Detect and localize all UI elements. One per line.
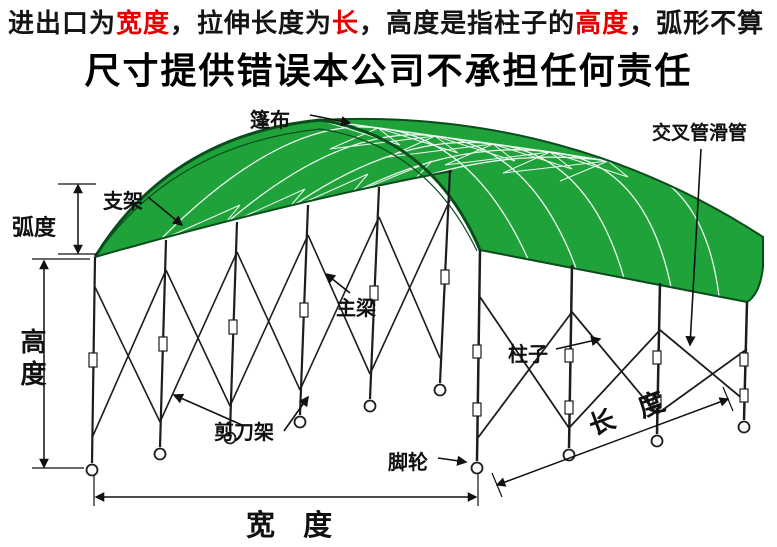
- label-pillar: 柱子: [508, 344, 548, 366]
- notice-length-term: 长: [332, 8, 360, 38]
- leader-arrows: [147, 114, 702, 466]
- scissor-arrow-right: [283, 395, 309, 432]
- notice-part-1: 进出口为: [8, 8, 117, 38]
- label-canopy: 篷布: [250, 110, 290, 132]
- label-caster: 脚轮: [388, 452, 428, 474]
- notice-height-term: 高度: [575, 8, 630, 38]
- pillar-arrow: [555, 335, 602, 350]
- notice-line: 进出口为宽度，拉伸长度为长，高度是指柱子的高度，弧形不算: [8, 3, 774, 40]
- caster-arrow: [437, 455, 468, 466]
- label-arc-height: 弧度: [12, 215, 57, 240]
- notice-part-2: ，拉伸长度为: [170, 8, 333, 38]
- label-cross-slide-tube: 交叉管滑管: [652, 123, 748, 144]
- tent-diagram: [32, 114, 764, 506]
- canopy-truss-lines: [158, 119, 720, 297]
- notice-part-4: ，弧形不算: [629, 8, 765, 38]
- main-beam-arrow: [324, 273, 351, 294]
- dimension-lines: [32, 183, 734, 506]
- bracket-arrow: [147, 196, 184, 226]
- canopy-edges: [93, 117, 764, 303]
- length-dimension: [495, 397, 730, 487]
- label-bracket: 支架: [103, 191, 143, 213]
- left-wall-frame: [88, 169, 452, 464]
- label-main-beam: 主梁: [336, 298, 376, 320]
- disclaimer-title: 尺寸提供错误本公司不承担任何责任: [84, 50, 693, 91]
- cross-tube-arrow: [685, 148, 702, 347]
- canopy-shape: [95, 118, 763, 303]
- label-width: 宽 度: [246, 510, 337, 542]
- scissor-arrow-left: [172, 393, 243, 426]
- label-height: 高度: [17, 328, 47, 392]
- notice-part-3: ，高度是指柱子的: [359, 8, 576, 38]
- canopy-arrow: [309, 114, 352, 127]
- label-scissor-frame: 剪刀架: [214, 422, 274, 444]
- notice-width-term: 宽度: [116, 8, 171, 38]
